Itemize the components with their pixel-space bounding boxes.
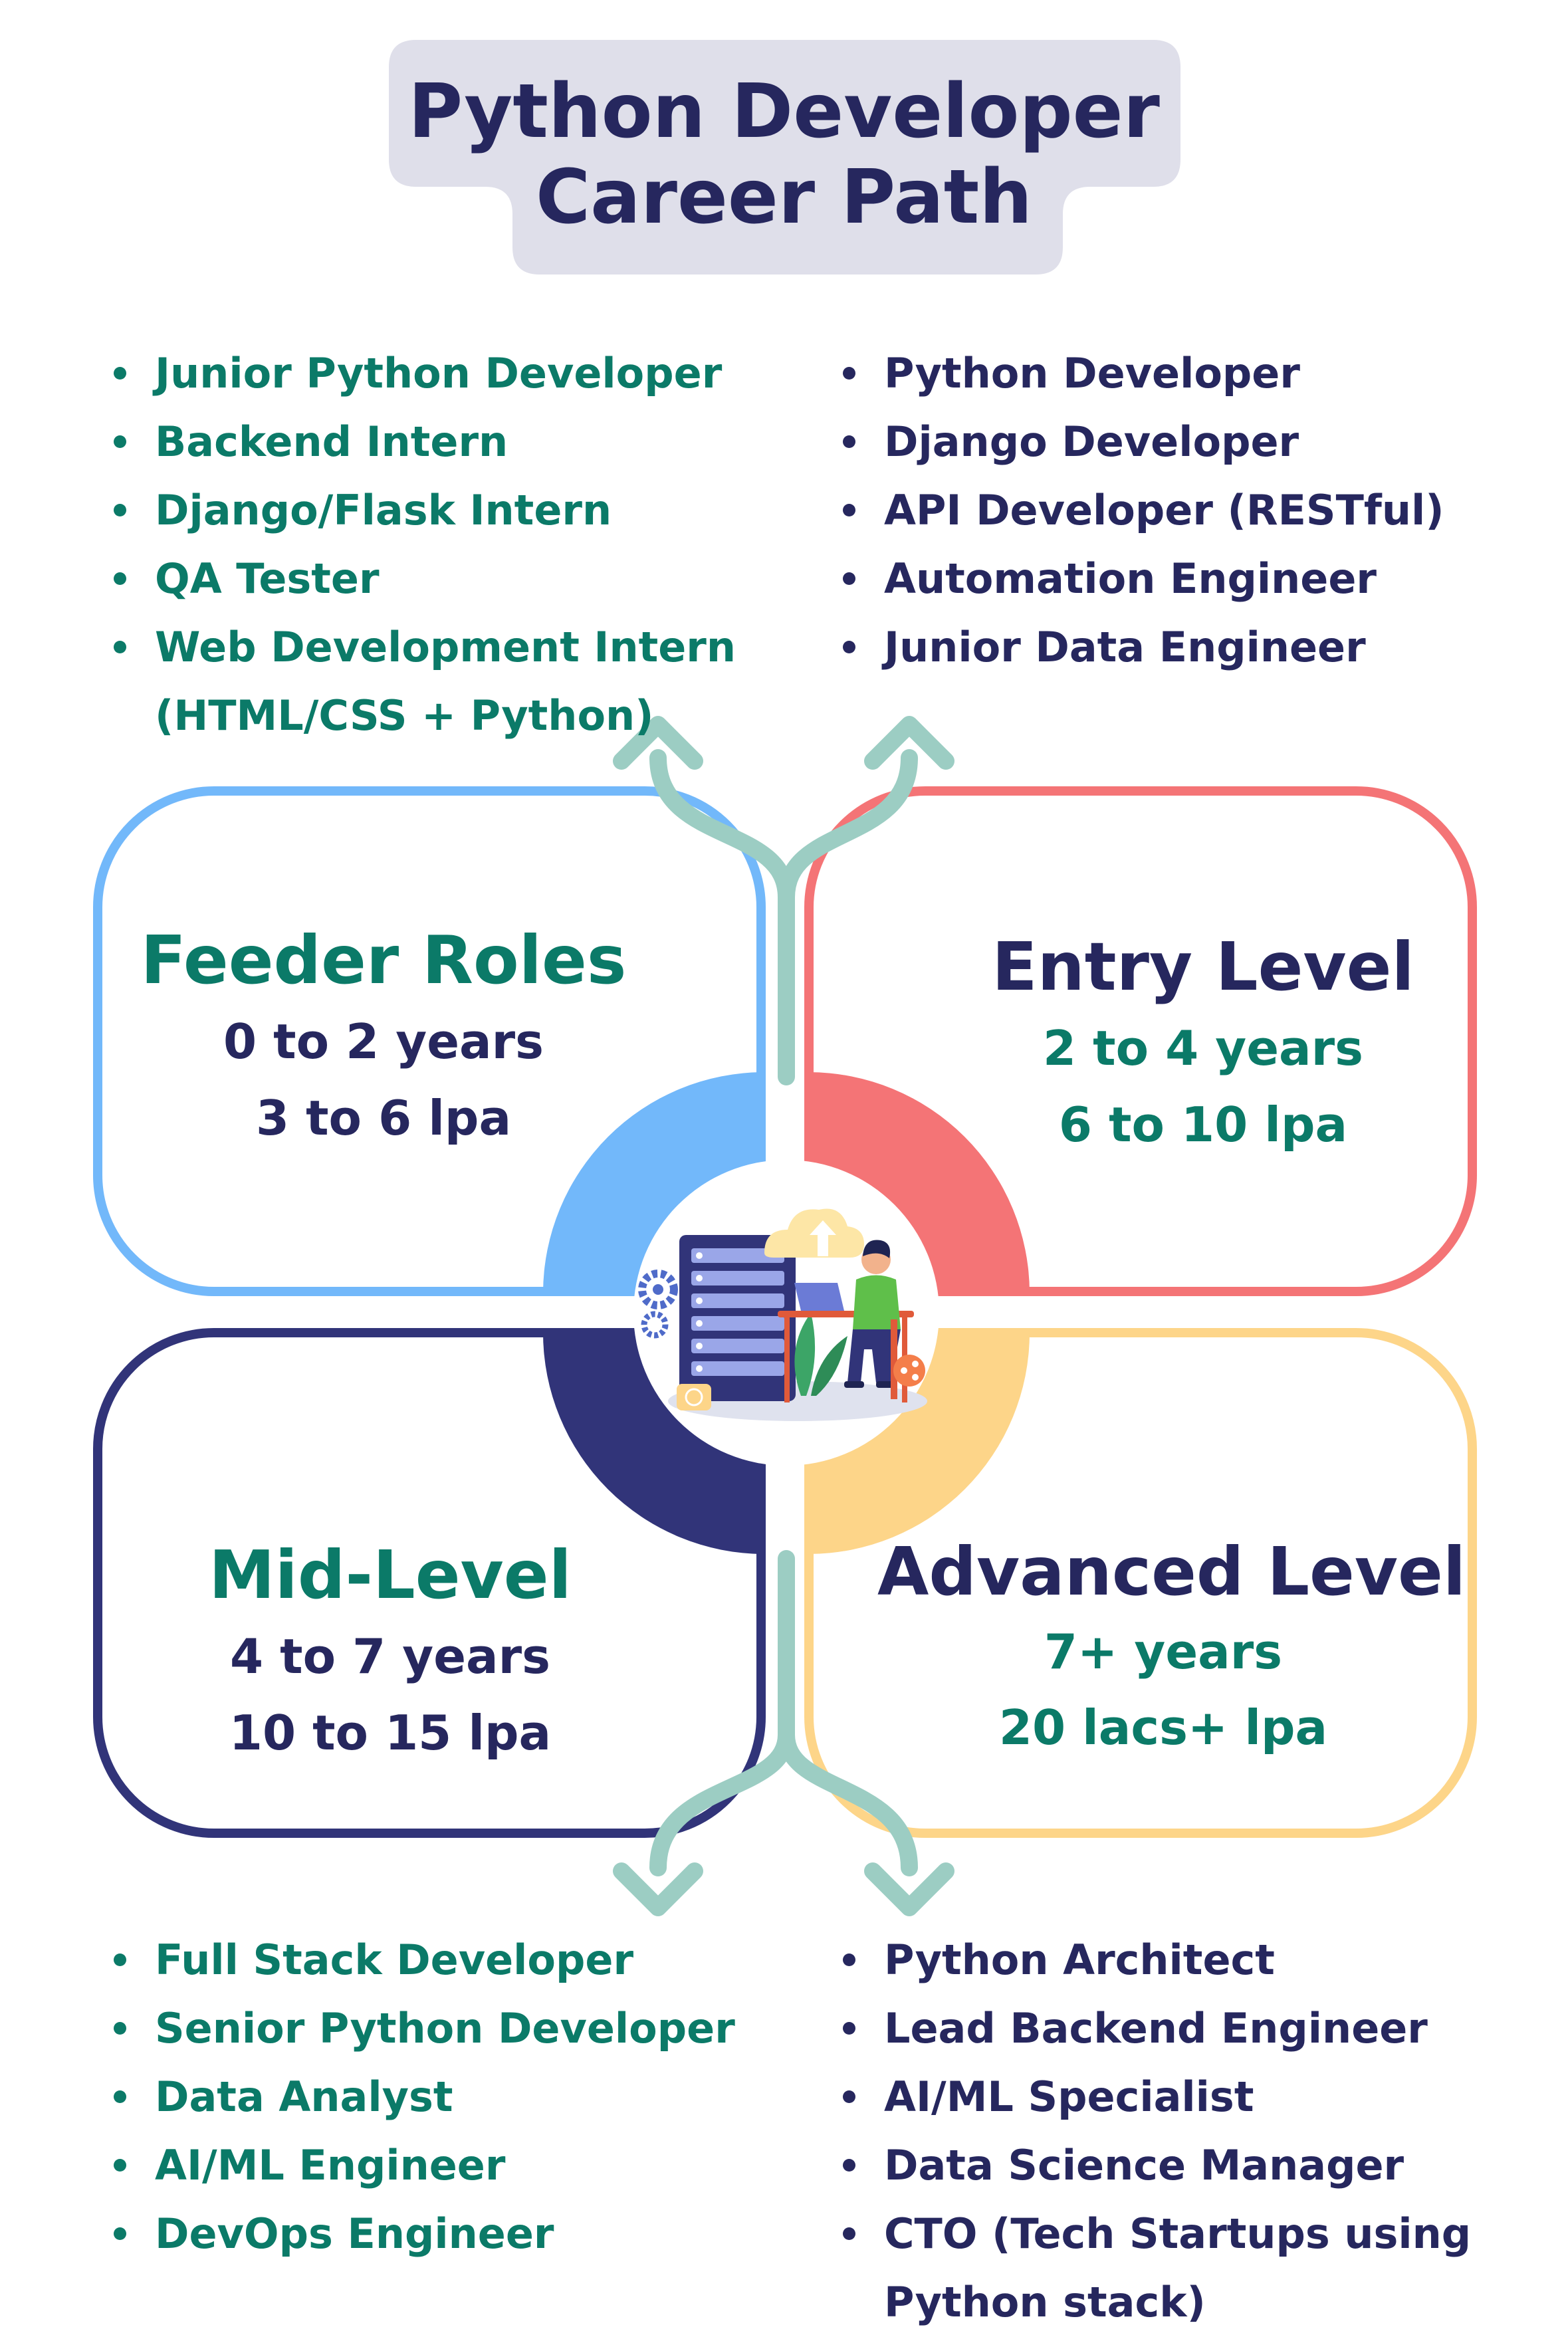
developer-at-desk-illustration <box>638 1208 927 1421</box>
mid-years: 4 to 7 years <box>230 1628 550 1684</box>
list-item: Data Analyst <box>110 2063 735 2131</box>
list-item: CTO (Tech Startups using <box>839 2199 1471 2268</box>
list-item: Web Development Intern <box>110 613 736 681</box>
branching-arrow-icon <box>613 716 954 1916</box>
list-item-continuation: (HTML/CSS + Python) <box>155 691 654 740</box>
list-item: Backend Intern <box>110 407 736 476</box>
title-background <box>389 40 1180 275</box>
mid-role-list: Full Stack Developer Senior Python Devel… <box>110 1926 735 2268</box>
feeder-role-list: Junior Python Developer Backend Intern D… <box>110 339 736 681</box>
entry-years: 2 to 4 years <box>1043 1020 1363 1076</box>
list-item: Django/Flask Intern <box>110 476 736 544</box>
feeder-years: 0 to 2 years <box>223 1014 544 1069</box>
advanced-card <box>804 1328 1477 1838</box>
feeder-salary: 3 to 6 lpa <box>255 1090 512 1146</box>
advanced-title: Advanced Level <box>877 1533 1466 1611</box>
list-item: Automation Engineer <box>839 544 1444 613</box>
entry-role-list: Python Developer Django Developer API De… <box>839 339 1444 681</box>
list-item: Python Developer <box>839 339 1444 407</box>
feeder-card <box>93 786 766 1296</box>
list-item: API Developer (RESTful) <box>839 476 1444 544</box>
list-item: Junior Data Engineer <box>839 613 1444 681</box>
list-item: AI/ML Specialist <box>839 2063 1471 2131</box>
list-item: QA Tester <box>110 544 736 613</box>
list-item: Django Developer <box>839 407 1444 476</box>
mid-card <box>93 1328 766 1838</box>
list-item: Python Architect <box>839 1926 1471 1994</box>
list-item: Senior Python Developer <box>110 1994 735 2063</box>
entry-title: Entry Level <box>992 928 1414 1006</box>
list-item: DevOps Engineer <box>110 2199 735 2268</box>
page-subtitle: Career Path <box>535 154 1033 241</box>
advanced-salary: 20 lacs+ lpa <box>998 1700 1328 1755</box>
feeder-title: Feeder Roles <box>140 921 627 999</box>
list-item: Junior Python Developer <box>110 339 736 407</box>
list-item: AI/ML Engineer <box>110 2131 735 2199</box>
entry-card <box>804 786 1477 1296</box>
mid-title: Mid-Level <box>209 1536 572 1614</box>
advanced-role-list: Python Architect Lead Backend Engineer A… <box>839 1926 1471 2268</box>
advanced-years: 7+ years <box>1044 1624 1283 1680</box>
list-item-continuation: Python stack) <box>884 2278 1206 2326</box>
entry-salary: 6 to 10 lpa <box>1058 1097 1348 1153</box>
list-item: Full Stack Developer <box>110 1926 735 1994</box>
list-item: Data Science Manager <box>839 2131 1471 2199</box>
page-title: Python Developer <box>408 68 1160 155</box>
list-item: Lead Backend Engineer <box>839 1994 1471 2063</box>
mid-salary: 10 to 15 lpa <box>229 1705 552 1761</box>
